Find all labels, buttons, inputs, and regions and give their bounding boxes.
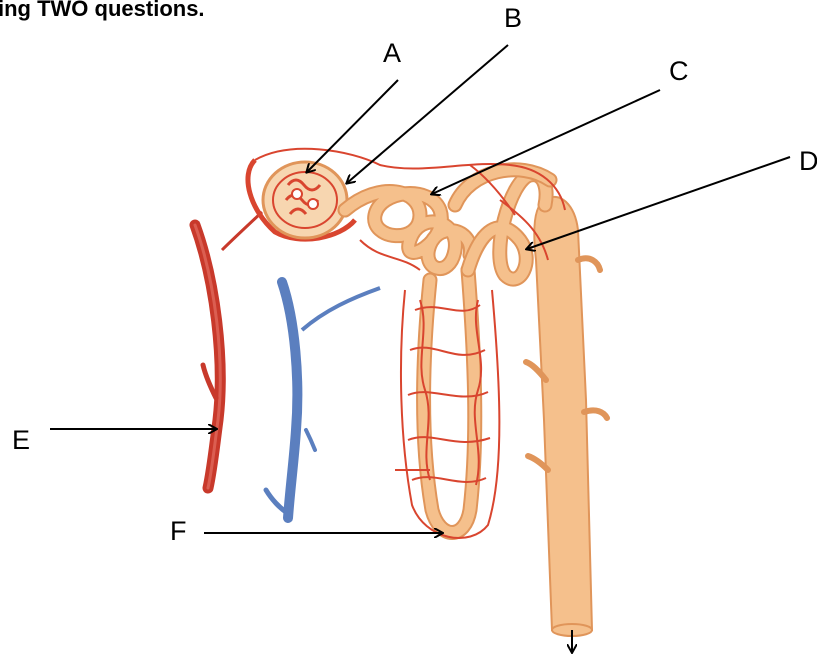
label-e: E	[12, 427, 30, 454]
label-b: B	[504, 5, 522, 32]
label-a: A	[383, 40, 401, 67]
label-d: D	[799, 148, 817, 175]
renal-tubule	[345, 170, 550, 533]
arrow-a	[307, 80, 398, 172]
collecting-duct	[526, 197, 607, 652]
vein	[266, 282, 380, 518]
label-c: C	[669, 58, 689, 85]
artery	[195, 212, 262, 488]
label-f: F	[170, 518, 187, 545]
glomerulus	[248, 160, 355, 239]
arrow-b	[347, 45, 508, 183]
